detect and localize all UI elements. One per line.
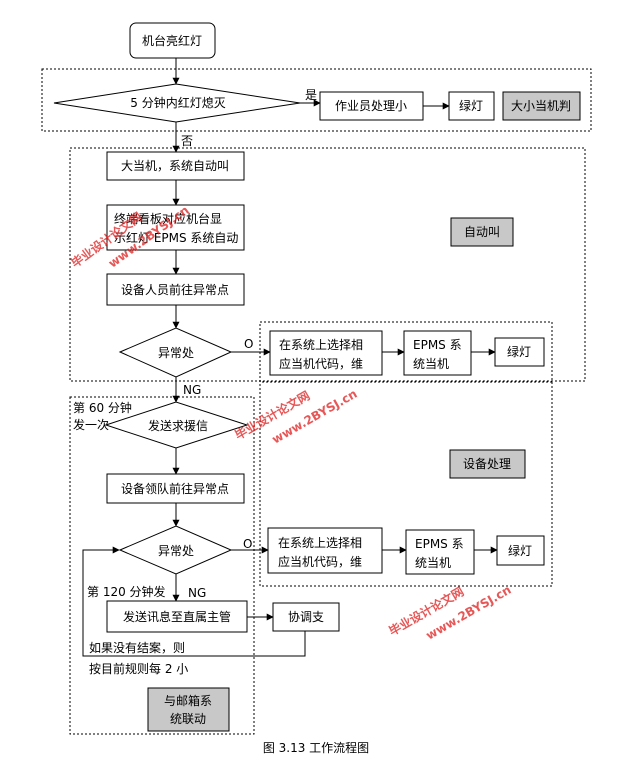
- tag-small-big-judge-label: 大小当机判: [511, 99, 571, 113]
- note-no-close-line-1: 如果没有结案，则: [89, 640, 185, 655]
- node-select-code-2-line-1: 在系统上选择相: [278, 536, 362, 550]
- edge-label-o-2: O: [243, 537, 252, 551]
- node-abnormal-2-label: 异常处: [158, 544, 194, 558]
- node-abnormal-1: [118, 327, 233, 378]
- tag-equip-handle-label: 设备处理: [463, 457, 511, 471]
- node-check-5min-label: 5 分钟内红灯熄灭: [130, 95, 225, 110]
- edge-label-o-1: O: [244, 337, 253, 351]
- node-abnormal-1-label: 异常处: [158, 346, 194, 360]
- node-equip-lead-go-label: 设备领队前往异常点: [121, 481, 229, 496]
- note-60min-line-1: 第 60 分钟: [73, 400, 132, 415]
- node-select-code-2-line-2: 应当机代码，维: [278, 554, 362, 569]
- node-send-help-label: 发送求援信: [148, 418, 208, 433]
- node-green-3-label: 绿灯: [508, 543, 532, 558]
- region-equip-handle-outline: [259, 382, 553, 587]
- node-epms-1-line-2: 统当机: [413, 357, 449, 371]
- tag-auto-call: [450, 217, 514, 247]
- edge-label-ng-2: NG: [188, 586, 206, 600]
- note-60min-line-2: 发一次: [73, 417, 109, 432]
- node-select-code-1-line-1: 在系统上选择相: [279, 338, 363, 352]
- node-terminal-board: [106, 204, 245, 251]
- tag-mail-linkage-line-1: 与邮箱系: [164, 693, 212, 708]
- node-start-label: 机台亮红灯: [142, 33, 202, 48]
- node-send-help: [104, 401, 249, 449]
- note-no-close-line-2: 按目前规则每 2 小: [89, 661, 188, 676]
- node-operator-handle: [319, 91, 424, 121]
- edge-label-no: 否: [181, 134, 193, 148]
- node-coordinate: [272, 602, 340, 632]
- node-check-5min: [53, 83, 301, 123]
- node-big-down-call-label: 大当机，系统自动叫: [121, 159, 229, 173]
- tag-auto-call-label: 自动叫: [464, 225, 500, 239]
- node-epms-1-line-1: EPMS 系: [413, 338, 462, 352]
- note-120min: 第 120 分钟发: [87, 584, 166, 599]
- tag-mail-linkage: [147, 687, 230, 732]
- edge-label-yes: 是: [305, 88, 317, 102]
- node-green-1-label: 绿灯: [459, 98, 483, 113]
- node-coordinate-label: 协调支: [288, 609, 324, 624]
- node-operator-handle-label: 作业员处理小: [335, 99, 407, 113]
- node-green-1: [448, 91, 495, 121]
- node-select-code-2: [267, 527, 383, 574]
- node-green-2: [494, 337, 545, 367]
- node-epms-2: [405, 529, 475, 575]
- node-equip-go-label: 设备人员前往异常点: [121, 282, 229, 297]
- node-epms-2-line-1: EPMS 系: [415, 537, 464, 551]
- node-select-code-1: [269, 330, 383, 376]
- node-select-code-1-line-2: 应当机代码，维: [279, 356, 363, 371]
- node-green-3: [496, 535, 545, 566]
- node-big-down-call: [106, 151, 245, 181]
- node-abnormal-2: [118, 525, 233, 575]
- node-green-2-label: 绿灯: [507, 344, 531, 359]
- node-terminal-board-line-1: 终端看板对应机台显: [114, 211, 222, 226]
- node-terminal-board-line-2: 示红灯 EPMS 系统自动: [114, 230, 238, 245]
- node-start: [129, 22, 216, 59]
- node-send-manager-label: 发送讯息至直属主管: [123, 609, 231, 624]
- figure-caption: 图 3.13 工作流程图: [263, 740, 369, 755]
- node-send-manager: [106, 600, 248, 633]
- tag-equip-handle: [449, 449, 526, 479]
- region-auto-call: [69, 147, 586, 382]
- node-epms-1: [403, 330, 472, 376]
- tag-mail-linkage-line-2: 统联动: [170, 712, 206, 726]
- region-escalation: [69, 396, 255, 735]
- tag-small-big-judge: [502, 91, 581, 121]
- node-epms-2-line-2: 统当机: [415, 556, 451, 570]
- region-judgement: [41, 68, 592, 132]
- node-equip-lead-go: [106, 473, 245, 504]
- watermark-3: 毕业设计论文网 www.2BYSJ.cn: [386, 583, 514, 643]
- edge-coordinate-loop: [82, 546, 306, 657]
- edge-label-ng-1: NG: [183, 383, 201, 397]
- node-equip-go: [106, 273, 245, 306]
